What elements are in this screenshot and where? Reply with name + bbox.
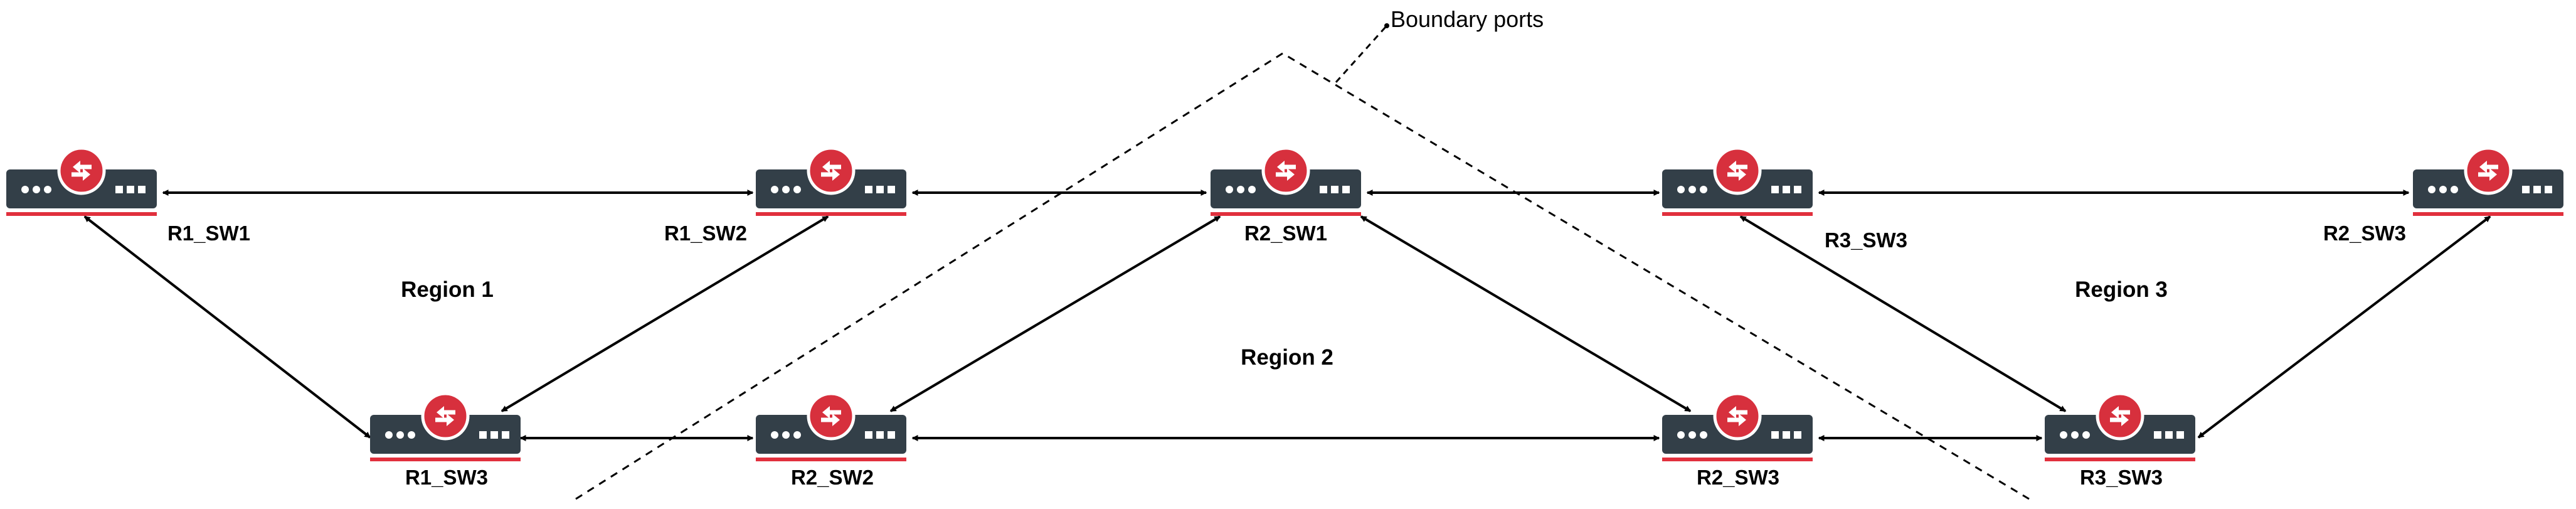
switch-label-r2-sw1: R2_SW1 (1244, 222, 1327, 245)
link-layer (83, 190, 2491, 441)
switch-r2-sw3[interactable] (1662, 392, 1813, 461)
port-squares (2522, 186, 2552, 193)
switch-underline (756, 458, 906, 461)
port-dots (1677, 431, 1707, 439)
router-badge-icon (57, 146, 106, 195)
link-r1sw2-r1sw3 (501, 215, 829, 412)
region-label-1: Region 1 (401, 277, 494, 302)
switch-r3-sw3-bottom[interactable] (2045, 392, 2195, 461)
switch-r1-sw3[interactable] (370, 392, 521, 461)
switch-r2-sw1[interactable] (1211, 146, 1361, 216)
port-squares (479, 431, 509, 439)
link-r2sw1-r2sw3 (1360, 215, 1692, 412)
boundary-callout-dot (1384, 23, 1389, 28)
switch-underline (6, 212, 157, 216)
switch-label-r2-sw2: R2_SW2 (791, 466, 874, 489)
router-badge-icon (1261, 146, 1310, 195)
switch-r2-sw3-right[interactable] (2413, 146, 2563, 216)
port-dots (2428, 186, 2458, 193)
router-badge-icon (1713, 392, 1762, 441)
port-dots (385, 431, 415, 439)
port-dots (21, 186, 51, 193)
switch-underline (1662, 458, 1813, 461)
boundary-callout-line (1335, 25, 1387, 83)
router-badge-icon (2464, 146, 2513, 195)
router-badge-icon (1713, 146, 1762, 195)
switch-label-r1-sw2: R1_SW2 (664, 222, 747, 245)
port-squares (115, 186, 146, 193)
port-squares (1320, 186, 1350, 193)
switch-label-r3-sw3-bottom: R3_SW3 (2080, 466, 2163, 489)
switch-underline (2045, 458, 2195, 461)
switch-label-r3-sw3-top: R3_SW3 (1825, 228, 1907, 252)
port-dots (1677, 186, 1707, 193)
port-squares (865, 431, 895, 439)
region-labels: Region 1 Region 2 Region 3 (401, 277, 2168, 370)
router-badge-icon (807, 392, 856, 441)
link-r3sw3-r3sw3 (1739, 215, 2067, 412)
switch-label-r2-sw3: R2_SW3 (1697, 466, 1779, 489)
router-badge-icon (421, 392, 470, 441)
port-squares (1771, 186, 1801, 193)
switch-r3-sw3-top[interactable] (1662, 146, 1813, 216)
switch-underline (2413, 212, 2563, 216)
switch-label-r2-sw3-right: R2_SW3 (2323, 222, 2406, 245)
switch-layer: R1_SW1 R1_SW2 (6, 146, 2563, 489)
port-dots (1226, 186, 1256, 193)
switch-underline (370, 458, 521, 461)
port-dots (771, 431, 801, 439)
port-squares (1771, 431, 1801, 439)
region-label-2: Region 2 (1241, 345, 1333, 370)
link-r1sw1-r1sw3 (83, 215, 371, 439)
switch-r1-sw2[interactable] (756, 146, 906, 216)
port-squares (865, 186, 895, 193)
link-r2sw1-r2sw2 (889, 215, 1221, 412)
port-dots (771, 186, 801, 193)
region-label-3: Region 3 (2075, 277, 2168, 302)
switch-underline (756, 212, 906, 216)
router-badge-icon (2096, 392, 2144, 441)
switch-r2-sw2[interactable] (756, 392, 906, 461)
boundary-ports-label: Boundary ports (1391, 6, 1544, 32)
router-badge-icon (807, 146, 856, 195)
port-squares (2154, 431, 2184, 439)
switch-label-r1-sw1: R1_SW1 (167, 222, 250, 245)
port-dots (2060, 431, 2090, 439)
switch-underline (1211, 212, 1361, 216)
switch-underline (1662, 212, 1813, 216)
link-r2sw3right-r3sw3 (2197, 215, 2491, 439)
switch-label-r1-sw3: R1_SW3 (405, 466, 488, 489)
switch-r1-sw1[interactable] (6, 146, 157, 216)
